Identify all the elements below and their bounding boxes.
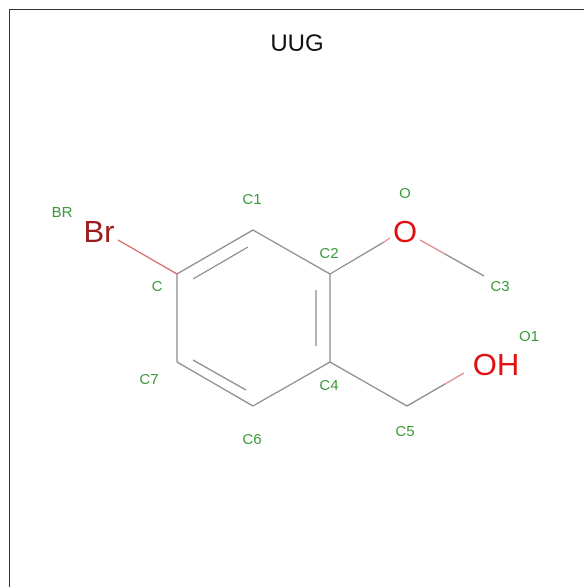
bond-c2-o: [329, 241, 385, 275]
bond-c6-c7: [176, 361, 254, 407]
bond-c4-c5: [329, 361, 408, 407]
atom-label-c2: C2: [319, 245, 338, 262]
element-o: O: [393, 214, 417, 249]
viewer-frame: [9, 9, 584, 587]
bond-o-c3: [444, 253, 485, 277]
bond-c4-c6: [252, 361, 331, 407]
bond-br-c: [117, 239, 178, 275]
bond-c-c1: [176, 229, 254, 275]
atom-label-c1: C1: [242, 191, 261, 208]
bond-o-c3-red: [419, 239, 446, 255]
bond-c1-c2: [252, 229, 331, 275]
bond-c5-o1: [406, 383, 446, 407]
element-br: Br: [84, 214, 115, 249]
atom-label-br: BR: [52, 204, 73, 221]
molecule-title: UUG: [270, 30, 323, 57]
bond-c5-o1-red: [444, 372, 465, 385]
bond-c-c1-inner: [192, 246, 249, 280]
atom-label-c4: C4: [319, 377, 338, 394]
atom-label-c6: C6: [242, 431, 261, 448]
atom-label-o: O: [399, 185, 411, 202]
atom-label-c: C: [152, 278, 163, 295]
element-oh: OH: [473, 347, 520, 382]
atom-label-c5: C5: [395, 423, 414, 440]
bond-c6-c7-inner: [192, 359, 247, 391]
atom-label-c3: C3: [490, 278, 509, 295]
atom-label-o1: O1: [519, 328, 539, 345]
atom-label-c7: C7: [139, 371, 158, 388]
bond-c2-o-red: [383, 237, 391, 243]
